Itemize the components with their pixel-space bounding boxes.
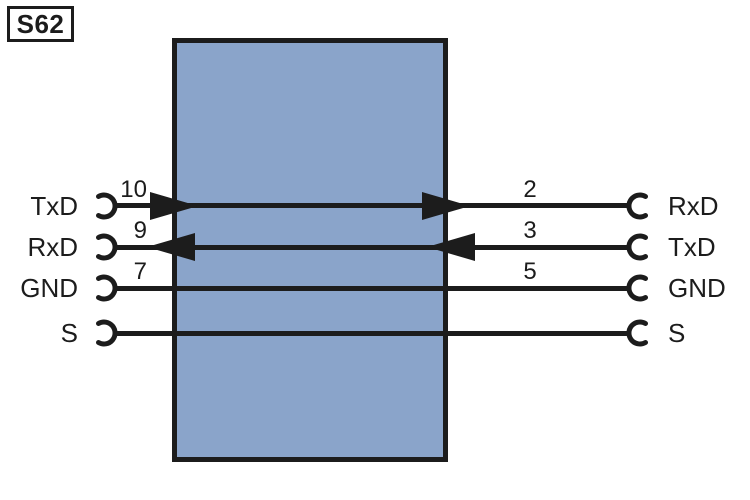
socket-icon — [88, 190, 120, 222]
flow-arrow-right-icon — [422, 192, 470, 220]
left-signal-label-rxd: RxD — [27, 232, 78, 262]
wire-txd-rxd — [114, 203, 627, 208]
left-pin-number-7: 7 — [133, 258, 147, 285]
flow-arrow-left-icon — [427, 233, 475, 261]
left-pin-number-9: 9 — [133, 217, 147, 244]
socket-icon — [624, 272, 656, 304]
diagram-tag: S62 — [7, 6, 74, 42]
right-signal-label-rxd: RxD — [668, 191, 719, 221]
socket-icon — [624, 231, 656, 263]
device-body — [172, 38, 448, 462]
wire-rxd-txd — [114, 245, 627, 250]
flow-arrow-right-icon — [150, 192, 198, 220]
left-signal-label-gnd: GND — [20, 273, 78, 303]
left-signal-label-s: S — [60, 318, 78, 348]
flow-arrow-left-icon — [147, 233, 195, 261]
right-pin-number-5: 5 — [523, 258, 537, 285]
right-pin-number-2: 2 — [523, 176, 537, 203]
left-signal-label-txd: TxD — [30, 191, 78, 221]
right-signal-label-gnd: GND — [668, 273, 726, 303]
socket-icon — [88, 231, 120, 263]
right-pin-number-3: 3 — [523, 217, 537, 244]
socket-icon — [88, 317, 120, 349]
socket-icon — [624, 190, 656, 222]
wire-shield — [114, 331, 627, 336]
wire-gnd — [114, 286, 627, 291]
socket-icon — [88, 272, 120, 304]
socket-icon — [624, 317, 656, 349]
left-pin-number-10: 10 — [120, 176, 147, 203]
right-signal-label-txd: TxD — [668, 232, 716, 262]
right-signal-label-s: S — [668, 318, 686, 348]
